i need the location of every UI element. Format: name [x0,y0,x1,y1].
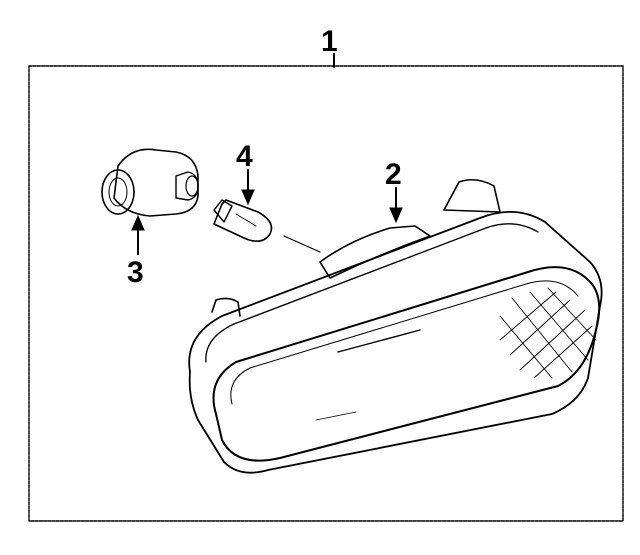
lens-reflection [315,411,357,421]
bulb [213,199,273,242]
retaining-clip [211,297,241,317]
socket-cap-inner [108,177,128,207]
bulb-filament [235,213,257,227]
housing-neck [319,225,431,279]
socket-bayonet [175,171,199,201]
socket-body [113,148,199,217]
assembly-axis-line [283,235,321,253]
lens-face [212,266,601,462]
socket-opening [185,175,199,197]
lens-highlight [337,329,421,353]
socket-end-cap [101,169,135,215]
side-marker-lamp [188,178,603,474]
bulb-socket [101,148,199,217]
reflector-pattern [499,287,597,379]
arrowhead-3 [131,214,145,231]
assembly-frame [28,65,624,522]
callout-1: 1 [321,25,338,58]
bulb-glass [213,199,273,242]
housing-body [188,210,603,474]
arrowhead-2 [389,207,403,224]
bulb-base [213,199,233,223]
housing-seam [205,223,539,363]
callout-2: 2 [385,158,402,191]
arrowhead-4 [241,189,255,206]
callout-3: 3 [127,256,144,289]
mounting-tab [443,178,501,213]
callout-4: 4 [236,140,253,173]
lens-rim [230,280,579,405]
